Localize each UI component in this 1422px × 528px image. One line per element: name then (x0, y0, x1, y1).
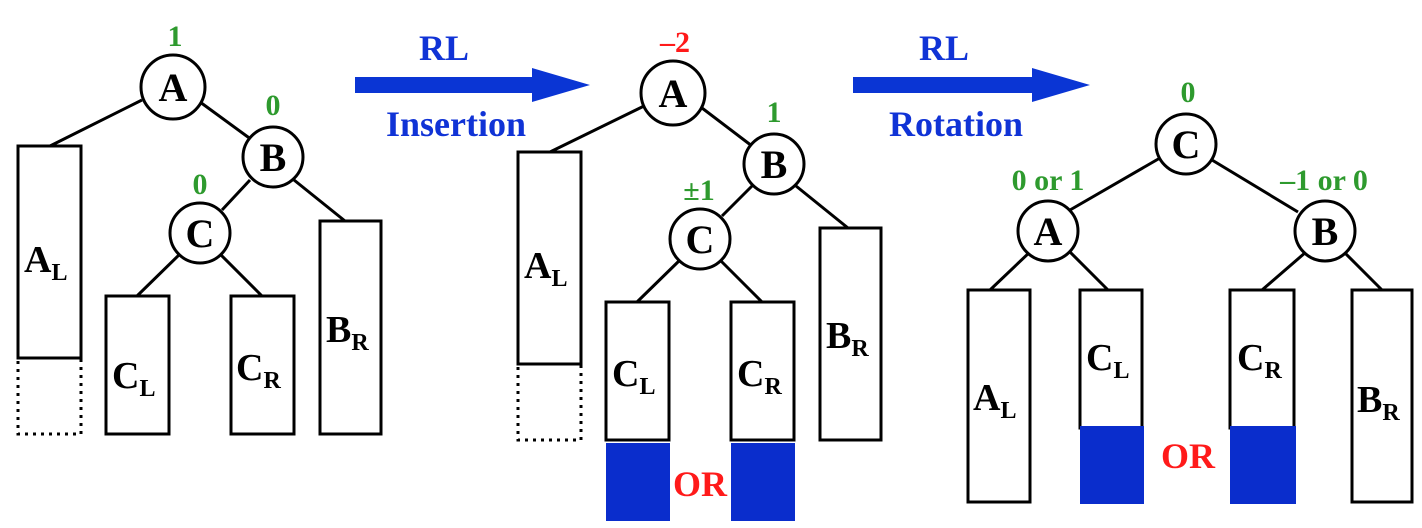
edge-c-cl (635, 256, 684, 304)
panel-after-insertion: A B C –2 1 ±1 AL CL CR BR OR (516, 26, 883, 521)
subtree-br-box (818, 226, 883, 442)
subtree-cl-inserted-block (606, 443, 670, 521)
edge-a-al (549, 104, 645, 154)
balance-c: 0 (1181, 76, 1196, 109)
arrow2-shape (853, 68, 1090, 102)
subtree-cr-label: CR (737, 353, 782, 400)
subtree-br-label: BR (1357, 379, 1400, 426)
node-c-circle (168, 201, 232, 265)
edge-a-al (988, 248, 1034, 292)
node-c-circle (668, 207, 732, 271)
subtree-al-label: AL (524, 245, 567, 292)
node-c-label: C (186, 211, 215, 256)
node-b-label: B (260, 135, 287, 180)
arrow-rl-rotation: RL Rotation (853, 28, 1090, 144)
edge-b-c (220, 178, 252, 212)
subtree-cr-label: CR (1237, 337, 1282, 384)
balance-b: –1 or 0 (1279, 164, 1368, 197)
edge-a-cl (1066, 248, 1110, 292)
subtree-al-box (516, 150, 583, 366)
subtree-cl-label: CL (112, 355, 155, 402)
subtree-al-box (966, 288, 1032, 504)
node-a-circle (139, 53, 207, 121)
edge-c-a (1069, 156, 1161, 212)
subtree-cr-block (1230, 426, 1296, 504)
or-label: OR (1161, 436, 1216, 476)
subtree-cl-block (1080, 426, 1144, 504)
subtree-cl-box (104, 294, 171, 436)
arrow2-top-label: RL (919, 28, 969, 68)
node-b-circle (241, 125, 305, 189)
subtree-br-label: BR (826, 315, 869, 362)
balance-b: 1 (767, 96, 782, 129)
node-a-label: A (159, 65, 188, 110)
node-a-circle (639, 59, 707, 127)
subtree-cl-label: CL (612, 353, 655, 400)
balance-b: 0 (266, 89, 281, 122)
panel-before-insertion: A B C 1 0 0 AL CL CR BR (16, 20, 383, 436)
node-b-circle (742, 132, 806, 196)
balance-a: –2 (659, 26, 690, 59)
subtree-br-box (318, 219, 383, 436)
edge-b-br (795, 184, 849, 230)
node-a-circle (1016, 199, 1080, 263)
balance-c: 0 (193, 168, 208, 201)
node-b-label: B (761, 142, 788, 187)
subtree-cl-label: CL (1086, 337, 1129, 384)
subtree-al-box (16, 144, 83, 360)
subtree-br-box (1350, 288, 1414, 504)
subtree-cl-box (604, 300, 671, 442)
subtree-cr-box (1228, 288, 1296, 430)
edge-c-cr (216, 250, 264, 298)
arrow1-top-label: RL (419, 28, 469, 68)
subtree-al-label: AL (973, 377, 1016, 424)
arrow1-shape (355, 68, 590, 102)
edge-a-b (701, 106, 753, 148)
subtree-al-dotted-extension (16, 356, 83, 436)
subtree-cr-label: CR (236, 347, 281, 394)
node-a-label: A (1034, 209, 1063, 254)
edge-b-br (1342, 250, 1384, 292)
edge-a-al (49, 98, 143, 148)
edge-b-cr (1261, 250, 1307, 292)
panel-after-rotation: C A B 0 0 or 1 –1 or 0 AL CL CR BR OR (966, 76, 1414, 504)
edge-c-b (1211, 158, 1299, 214)
arrow-rl-insertion: RL Insertion (355, 28, 590, 144)
balance-a: 0 or 1 (1012, 164, 1085, 197)
edge-b-c (720, 184, 754, 218)
node-c-label: C (686, 217, 715, 262)
or-label: OR (673, 464, 728, 504)
arrow1-bottom-label: Insertion (386, 104, 526, 144)
subtree-al-label: AL (24, 239, 67, 286)
arrow2-bottom-label: Rotation (889, 104, 1023, 144)
edge-a-b (199, 100, 253, 142)
node-c-circle (1154, 112, 1218, 176)
node-c-label: C (1172, 122, 1201, 167)
node-a-label: A (659, 71, 688, 116)
edge-c-cl (135, 250, 184, 298)
subtree-cr-box (729, 300, 796, 442)
edge-c-cr (716, 256, 764, 304)
balance-c: ±1 (683, 174, 714, 207)
balance-a: 1 (168, 20, 183, 53)
subtree-br-label: BR (326, 309, 369, 356)
subtree-al-dotted-extension (516, 362, 583, 442)
node-b-circle (1293, 199, 1357, 263)
edge-b-br (293, 178, 346, 223)
node-b-label: B (1312, 209, 1339, 254)
subtree-cr-inserted-block (731, 443, 795, 521)
subtree-cr-box (229, 294, 296, 436)
